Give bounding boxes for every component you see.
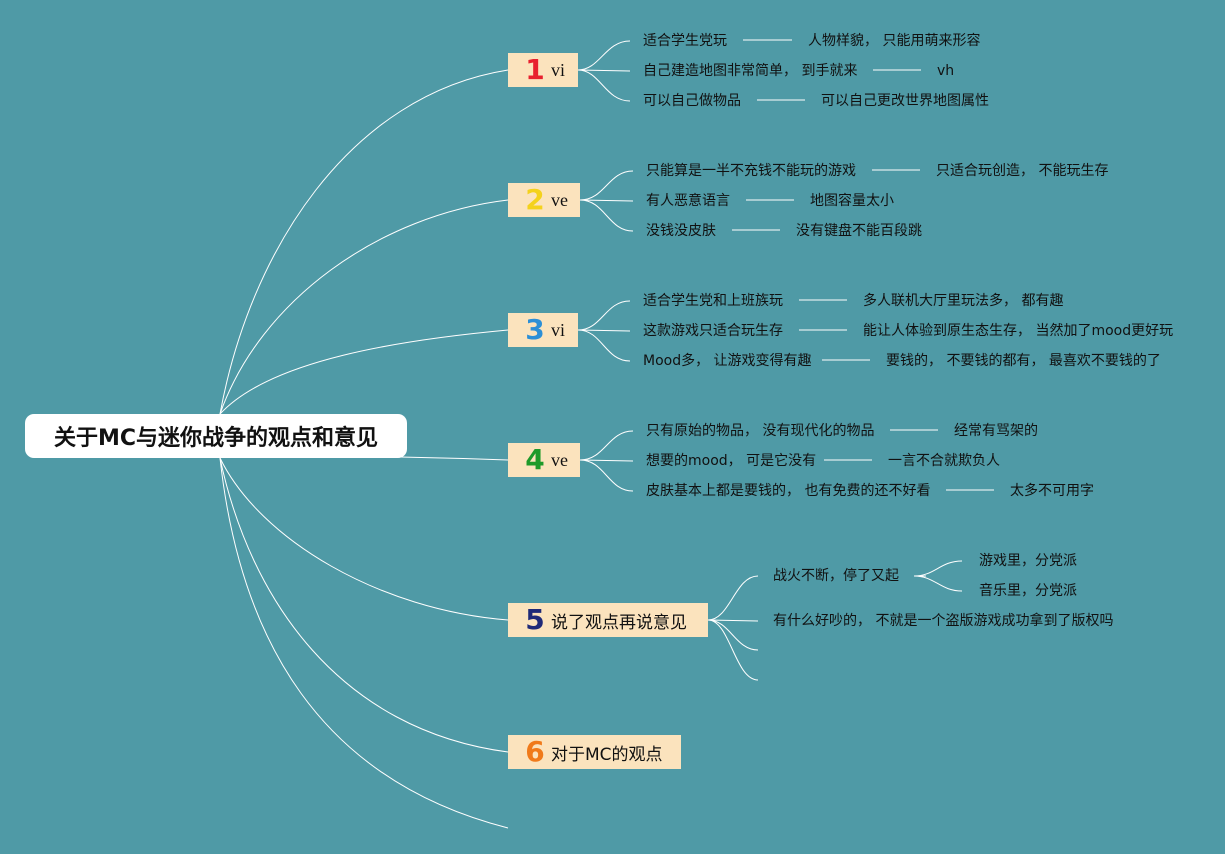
b1-item-1-right[interactable]: 人物样貌， 只能用萌来形容	[808, 33, 981, 49]
b1-item-1-left[interactable]: 适合学生党玩	[643, 33, 727, 49]
b4-item-1-left[interactable]: 只有原始的物品， 没有现代化的物品	[646, 423, 875, 439]
connector-b1-1	[577, 40, 631, 71]
connector-b4-1	[579, 430, 634, 461]
connector-root-1	[219, 69, 509, 415]
b5-item-1[interactable]: 战火不断，停了又起	[773, 568, 899, 584]
b3-item-3-right[interactable]: 要钱的， 不要钱的都有， 最喜欢不要钱的了	[886, 353, 1161, 369]
branch-1-node[interactable]: 1 vi	[508, 53, 578, 87]
branch-3-node[interactable]: 3 vi	[508, 313, 578, 347]
connector-b5-sub-2	[913, 575, 963, 592]
branch-6-label: 对于MC的观点	[551, 744, 663, 765]
connector-b5-2	[707, 619, 759, 622]
branch-4-node[interactable]: 4 ve	[508, 443, 580, 477]
branch-1-number: 1	[525, 53, 545, 86]
connector-root-2	[219, 199, 509, 415]
b1-item-2-left[interactable]: 自己建造地图非常简单， 到手就来	[643, 63, 858, 79]
b4-item-3-right[interactable]: 太多不可用字	[1010, 483, 1094, 499]
b5-item-2[interactable]: 有什么好吵的， 不就是一个盗版游戏成功拿到了版权吗	[773, 613, 1114, 629]
b1-item-3-right[interactable]: 可以自己更改世界地图属性	[821, 93, 989, 109]
b3-item-1-left[interactable]: 适合学生党和上班族玩	[643, 293, 783, 309]
connector-b4-2	[579, 459, 634, 462]
b3-item-1-right[interactable]: 多人联机大厅里玩法多， 都有趣	[863, 293, 1064, 309]
b2-item-3-left[interactable]: 没钱没皮肤	[646, 223, 716, 239]
branch-6-node[interactable]: 6 对于MC的观点	[508, 735, 681, 769]
connector-b5-sub-1	[913, 560, 963, 577]
b3-item-2-left[interactable]: 这款游戏只适合玩生存	[643, 323, 783, 339]
connector-b3-1	[577, 300, 631, 331]
connector-root-6	[219, 457, 509, 753]
b1-item-2-right[interactable]: vh	[937, 63, 955, 79]
b3-item-2-right[interactable]: 能让人体验到原生态生存， 当然加了mood更好玩	[863, 323, 1174, 339]
branch-3-label: vi	[551, 319, 566, 340]
b2-item-1-left[interactable]: 只能算是一半不充钱不能玩的游戏	[646, 163, 856, 179]
b2-item-1-right[interactable]: 只适合玩创造， 不能玩生存	[936, 163, 1109, 179]
connector-b2-1	[579, 170, 634, 201]
b2-item-2-right[interactable]: 地图容量太小	[810, 193, 894, 209]
connector-b3-3	[577, 329, 631, 362]
connector-b5-1	[707, 575, 759, 621]
connector-b5-4	[707, 619, 759, 681]
root-title: 关于MC与迷你战争的观点和意见	[53, 426, 379, 451]
branch-5-number: 5	[525, 603, 545, 636]
branch-5-label: 说了观点再说意见	[551, 612, 687, 633]
b2-item-2-left[interactable]: 有人恶意语言	[646, 193, 730, 209]
connector-b2-3	[579, 199, 634, 232]
branch-2-label: ve	[551, 189, 568, 210]
b4-item-2-right[interactable]: 一言不合就欺负人	[888, 453, 1000, 469]
branch-4-number: 4	[525, 443, 545, 476]
b4-item-3-left[interactable]: 皮肤基本上都是要钱的， 也有免费的还不好看	[646, 483, 931, 499]
connector-b5-3	[707, 619, 759, 651]
root-topic[interactable]: 关于MC与迷你战争的观点和意见	[25, 414, 407, 458]
connector-root-7	[219, 457, 509, 829]
b1-item-3-left[interactable]: 可以自己做物品	[643, 93, 741, 109]
branch-5-node[interactable]: 5 说了观点再说意见	[508, 603, 708, 637]
b5-item-1-child-1[interactable]: 游戏里，分党派	[979, 553, 1077, 569]
connector-b4-3	[579, 459, 634, 492]
connector-b1-3	[577, 69, 631, 102]
branch-2-node[interactable]: 2 ve	[508, 183, 580, 217]
b4-item-2-left[interactable]: 想要的mood， 可是它没有	[646, 453, 817, 469]
branch-4-label: ve	[551, 449, 568, 470]
b5-item-1-child-2[interactable]: 音乐里，分党派	[979, 583, 1077, 599]
branch-2-number: 2	[525, 183, 545, 216]
connector-root-3	[219, 329, 509, 415]
connector-root-4	[399, 456, 509, 461]
b2-item-3-right[interactable]: 没有键盘不能百段跳	[796, 223, 922, 239]
branch-1-label: vi	[551, 59, 566, 80]
branch-3-number: 3	[525, 313, 545, 346]
branch-6-number: 6	[525, 735, 545, 768]
b4-item-1-right[interactable]: 经常有骂架的	[954, 423, 1038, 439]
connector-b1-2	[577, 69, 631, 72]
connector-root-5	[219, 457, 509, 621]
b3-item-3-left[interactable]: Mood多， 让游戏变得有趣	[643, 353, 812, 369]
connector-b2-2	[579, 199, 634, 202]
connector-b3-2	[577, 329, 631, 332]
